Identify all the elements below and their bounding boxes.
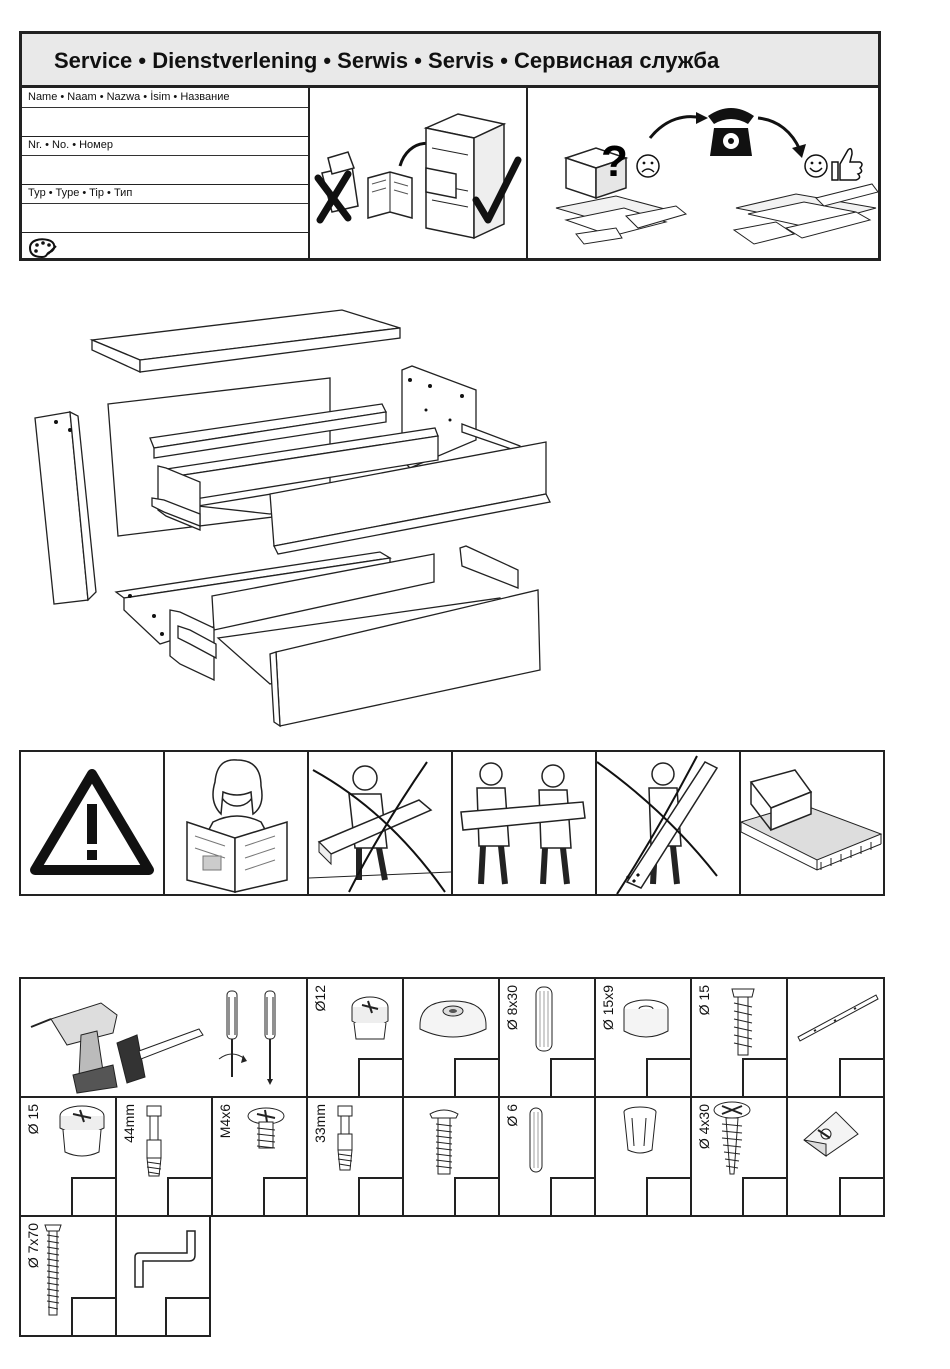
connector-bolt-icon [332,1102,358,1174]
hardware-label: Ø 7x70 [25,1223,41,1268]
screw-icon [424,1106,464,1178]
hardware-label: 44mm [121,1104,137,1143]
hardware-spacer-15x9: Ø 15x9 [594,977,692,1098]
lift-two-people-cell [451,750,597,896]
type-field-line [22,203,308,204]
hardware-dowel-6: Ø 6 [498,1096,596,1217]
hardware-connector-44mm: 44mm [115,1096,213,1217]
telephone-icon [708,108,754,156]
type-field[interactable]: Typ • Type • Tip • Тип [22,184,308,233]
hardware-dowel-8x30: Ø 8x30 [498,977,596,1098]
lift-alone-prohibited-cell [307,750,453,896]
hardware-cam-lock-15: Ø 15 [19,1096,117,1217]
damage-service-panel: ? [526,88,878,258]
quantity-box [71,1177,117,1217]
quantity-box [167,1177,213,1217]
long-screw-icon [43,1221,63,1321]
palette-icon [26,236,58,260]
hardware-label: 33mm [312,1104,328,1143]
drill-icon [31,1003,117,1093]
question-mark: ? [601,137,628,186]
number-field-line [22,155,308,156]
safety-instructions-row [19,750,885,896]
hardware-screw [402,1096,500,1217]
cam-lock-icon [49,1102,115,1166]
quantity-box [839,1177,885,1217]
cover-cap-icon [414,995,492,1047]
hardware-allen-key [115,1215,211,1337]
sad-face-icon [637,155,659,177]
hardware-cap [402,977,500,1098]
warning-cell [19,750,165,896]
wood-screw-icon [710,1100,754,1180]
hardware-label: M4x6 [217,1104,233,1138]
hardware-label: Ø12 [312,985,328,1011]
quantity-box [742,1177,788,1217]
allen-key-icon [121,1227,207,1297]
flat-screwdriver-icon [265,991,275,1085]
hardware-cam-lock-12: Ø12 [306,977,404,1098]
hardware-corner-bracket [786,1096,885,1217]
quantity-box [358,1177,404,1217]
hardware-label: Ø 15 [25,1104,41,1134]
hardware-label: Ø 6 [504,1104,520,1127]
cam-lock-icon [340,991,400,1051]
hardware-label: Ø 15 [696,985,712,1015]
hardware-insert [594,1096,692,1217]
quantity-box [742,1058,788,1098]
exploded-assembly-diagram [30,300,570,730]
corner-bracket-icon [796,1104,866,1160]
quantity-box [454,1058,500,1098]
hardware-bolt-15: Ø 15 [690,977,788,1098]
wooden-dowel-icon [524,1104,548,1176]
service-title: Service • Dienstverlening • Serwis • Ser… [22,34,878,88]
cam-bolt-icon [728,985,758,1059]
name-field-line [22,107,308,108]
filing-panel [308,88,528,258]
quantity-box [454,1177,500,1217]
hardware-screw-4x30: Ø 4x30 [690,1096,788,1217]
hardware-screw-7x70: Ø 7x70 [19,1215,117,1337]
number-field[interactable]: Nr. • No. • Номер [22,136,308,185]
connector-bolt-icon [141,1102,167,1180]
happy-face-icon [805,155,827,177]
spacer-ring-icon [618,997,674,1045]
number-field-label: Nr. • No. • Номер [28,139,113,151]
quantity-box [646,1177,692,1217]
thumbs-up-icon [832,149,862,180]
hardware-label: Ø 8x30 [504,985,520,1030]
warning-triangle-icon [21,752,163,894]
hardware-label: Ø 15x9 [600,985,616,1030]
read-manual-cell [163,750,309,896]
hardware-runner [786,977,885,1098]
hammer-icon [117,1029,203,1083]
name-field-label: Name • Naam • Nazwa • İsim • Название [28,91,229,103]
hardware-screw-m4x6: M4x6 [211,1096,309,1217]
service-fields: Name • Naam • Nazwa • İsim • Название Nr… [22,88,310,258]
wooden-dowel-icon [530,983,560,1055]
assemble-on-soft-surface-cell [739,750,885,896]
tools-cell [19,977,308,1098]
machine-screw-icon [243,1104,289,1156]
quantity-box [165,1297,211,1337]
quantity-box [839,1058,885,1098]
drawer-runner-icon [794,987,880,1043]
quantity-box [358,1058,404,1098]
service-panel: Service • Dienstverlening • Serwis • Ser… [19,31,881,261]
cross-icon [318,152,358,220]
quantity-box [71,1297,117,1337]
phillips-screwdriver-icon [219,991,247,1077]
name-field[interactable]: Name • Naam • Nazwa • İsim • Название [22,88,308,137]
type-field-label: Typ • Type • Tip • Тип [28,187,132,199]
carry-vertical-prohibited-cell [595,750,741,896]
quantity-box [646,1058,692,1098]
plastic-insert-icon [618,1104,662,1156]
quantity-box [263,1177,309,1217]
quantity-box [550,1058,596,1098]
person-reading-manual-illustration [165,752,307,894]
hardware-connector-33mm: 33mm [306,1096,404,1217]
quantity-box [550,1177,596,1217]
